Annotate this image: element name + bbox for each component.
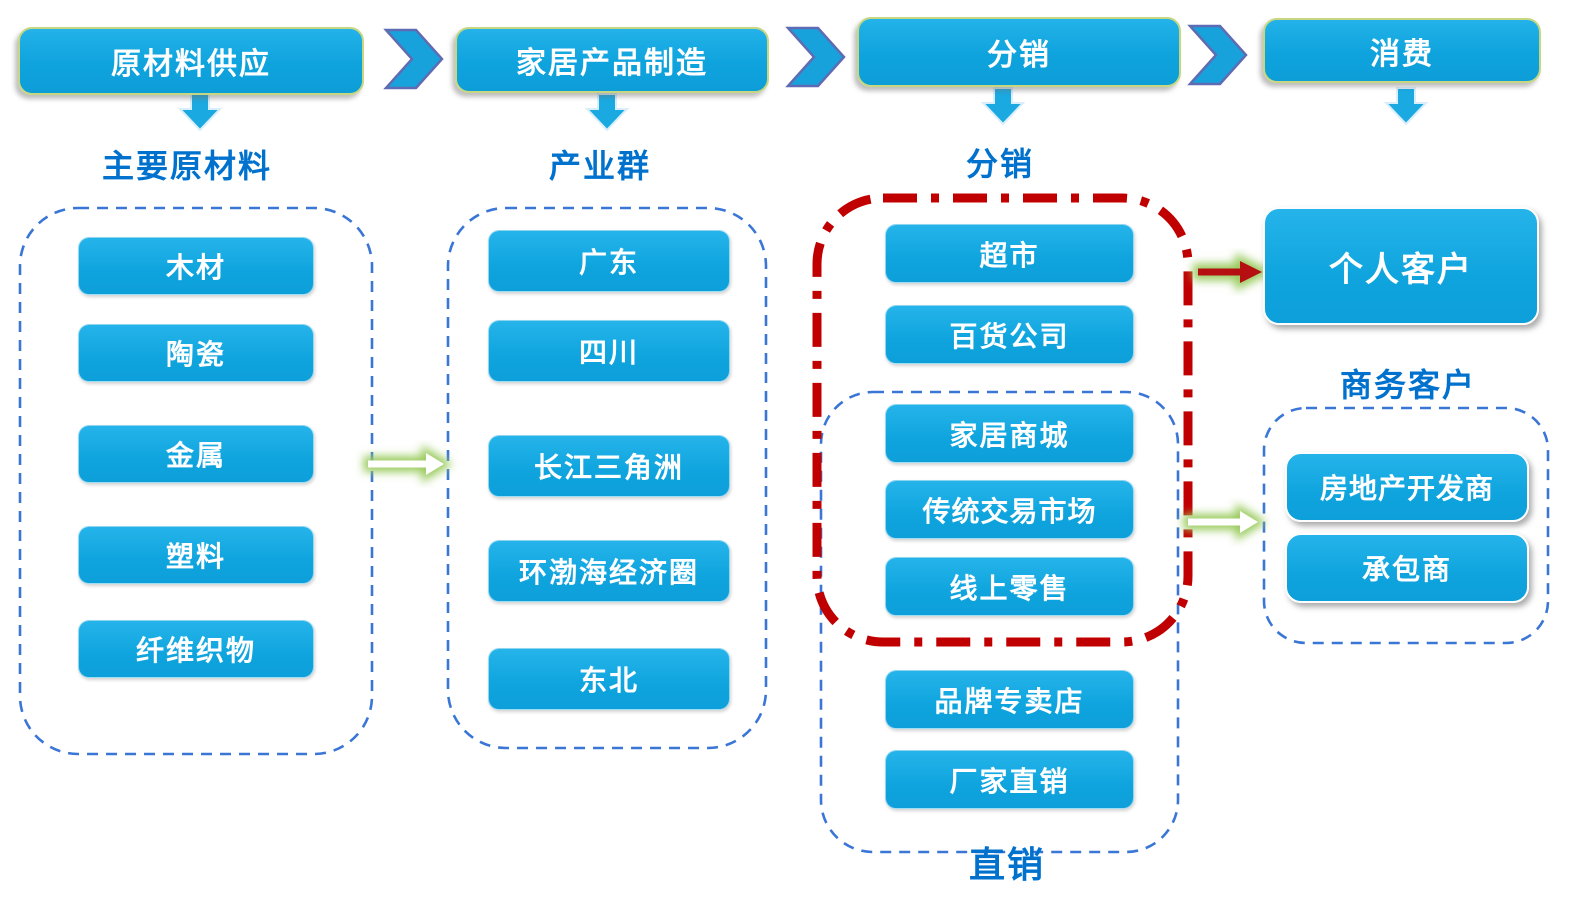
diagram-node-plastic: 塑料 [78, 526, 314, 584]
diagram-node-yangtze-delta: 长江三角洲 [488, 435, 730, 497]
direct-sales-container-border [819, 390, 1180, 854]
flow-arrow-icon [1183, 502, 1267, 542]
label-direct-sales: 直销 [968, 845, 1046, 886]
diagram-node-individual-customers: 个人客户 [1263, 207, 1539, 325]
diagram-node-online-retail: 线上零售 [885, 557, 1134, 616]
diagram-node-bohai-rim: 环渤海经济圈 [488, 540, 730, 602]
chevron-arrow-icon [383, 28, 444, 90]
industry-clusters-container-border [446, 206, 768, 750]
section-title-industry-clusters: 产业群 [548, 147, 652, 185]
business-customers-container-border [1262, 406, 1550, 645]
down-arrow-icon [980, 87, 1026, 126]
stage-box-raw-material-supply: 原材料供应 [18, 27, 364, 95]
down-arrow-icon [1383, 87, 1429, 126]
diagram-node-guangdong: 广东 [488, 230, 730, 292]
diagram-node-sichuan: 四川 [488, 320, 730, 382]
diagram-node-wood: 木材 [78, 237, 314, 295]
down-arrow-icon [584, 93, 630, 132]
red-flow-arrow-icon [1193, 252, 1274, 292]
diagram-node-ceramics: 陶瓷 [78, 324, 314, 382]
chevron-arrow-icon [1187, 24, 1248, 86]
flow-arrow-icon [363, 444, 453, 484]
diagram-node-northeast: 东北 [488, 648, 730, 710]
section-title-distribution: 分销 [965, 145, 1035, 183]
section-title-business-customers: 商务客户 [1339, 366, 1477, 404]
diagram-node-fiber-fabric: 纤维织物 [78, 620, 314, 678]
diagram-node-real-estate-developer: 房地产开发商 [1285, 452, 1529, 522]
diagram-node-supermarket: 超市 [885, 224, 1134, 283]
diagram-node-brand-store: 品牌专卖店 [885, 670, 1134, 729]
retail-channels-container-border [812, 193, 1193, 647]
diagram-node-factory-direct: 厂家直销 [885, 750, 1134, 809]
stage-box-manufacturing: 家居产品制造 [455, 27, 769, 93]
diagram-node-metal: 金属 [78, 425, 314, 483]
diagram-node-department-store: 百货公司 [885, 305, 1134, 364]
raw-materials-container-border [18, 206, 374, 756]
diagram-node-contractor: 承包商 [1285, 533, 1529, 603]
down-arrow-icon [177, 93, 223, 132]
stage-box-consumption: 消费 [1263, 18, 1541, 83]
stage-box-distribution: 分销 [857, 17, 1181, 87]
diagram-node-traditional-market: 传统交易市场 [885, 480, 1134, 539]
chevron-arrow-icon [785, 26, 846, 88]
diagram-node-home-mall: 家居商城 [885, 404, 1134, 463]
section-title-raw-materials: 主要原材料 [101, 147, 273, 185]
